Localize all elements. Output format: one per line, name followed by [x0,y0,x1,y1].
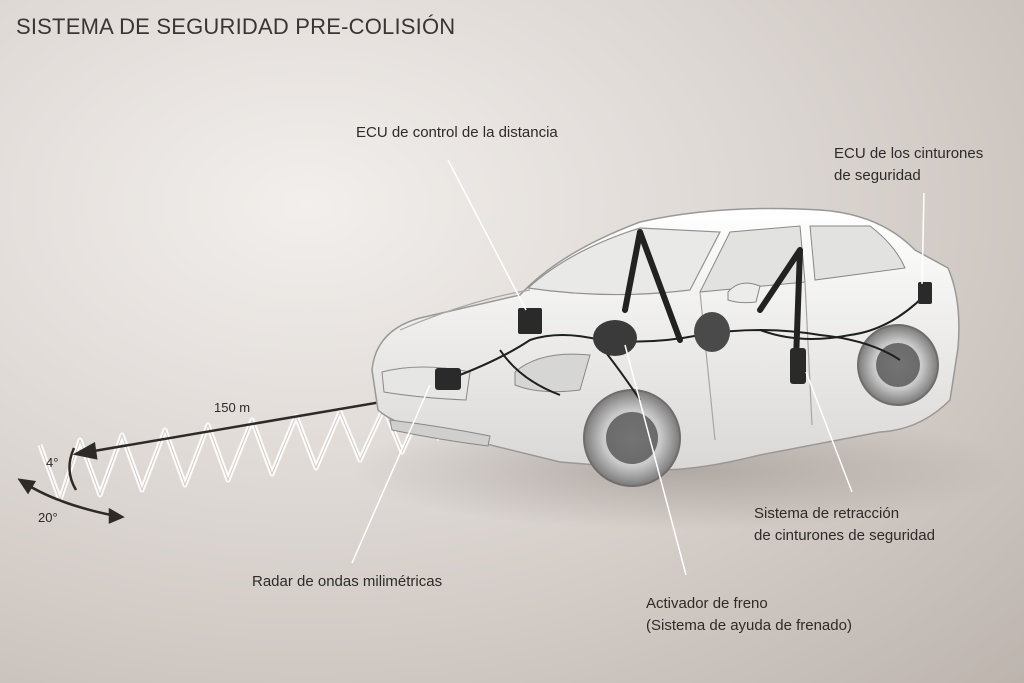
wiring-harness [451,294,926,401]
label-retraction-line1: Sistema de retracción [754,505,900,522]
label-horizontal-angle: 20° [38,510,58,525]
radar-unit [435,368,461,390]
label-seatbelt-ecu-line2: de seguridad [834,167,921,184]
side-window-rear [809,225,906,281]
rear-brake-disc [876,343,920,387]
radar-beam-outline [39,402,441,502]
windshield [526,227,721,296]
label-vertical-angle: 4° [46,455,59,470]
label-range: 150 m [214,400,251,415]
system-components [435,229,932,401]
horizontal-angle-arrow [17,478,125,524]
label-seatbelt-ecu-line1: ECU de los cinturones [834,145,984,162]
vertical-angle-arc [68,447,78,491]
brake-actuator-unit [593,320,637,356]
front-brake-disc [606,412,658,464]
label-retraction-system: Sistema de retracción de cinturones de s… [754,503,935,547]
label-retraction-line2: de cinturones de seguridad [754,527,935,544]
retractor-unit [790,348,806,384]
label-radar: Radar de ondas milimétricas [252,573,443,590]
brake-booster [694,312,730,352]
leader-lines [351,159,925,576]
label-brake-line2: (Sistema de ayuda de frenado) [646,617,852,634]
seatbelt-rear [757,247,803,363]
label-distance-ecu: ECU de control de la distancia [356,124,558,141]
diagram-title: SISTEMA DE SEGURIDAD PRE-COLISIÓN [16,14,456,39]
label-brake-line1: Activador de freno [646,595,768,612]
distance-ecu-unit [518,308,542,334]
lower-intake [389,419,491,447]
seatbelt-front [622,229,683,343]
seatbelt-ecu-unit [918,282,932,304]
label-brake-actuator: Activador de freno (Sistema de ayuda de … [646,593,852,637]
side-mirror [727,282,761,304]
label-seatbelt-ecu: ECU de los cinturones de seguridad [834,143,983,187]
